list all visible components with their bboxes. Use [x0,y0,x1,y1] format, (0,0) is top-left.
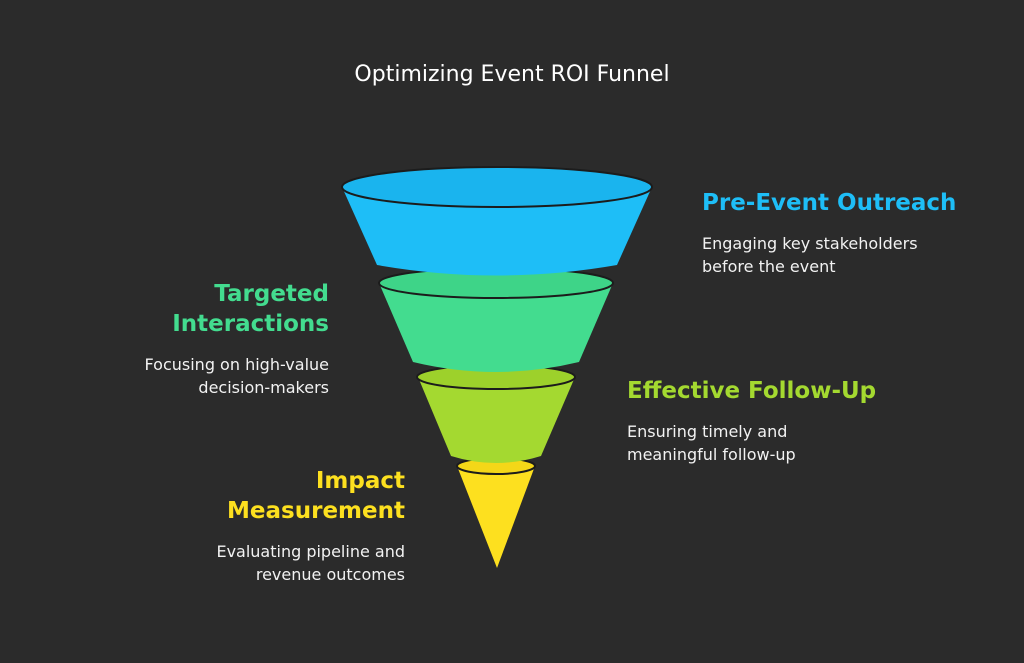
stage-3-description-line-1: Ensuring timely and [627,422,788,441]
stage-2-label: Targeted Interactions Focusing on high-v… [30,279,329,399]
funnel-stage-targeted-interactions [378,267,614,372]
funnel-segment-3-body [418,377,575,463]
funnel-stage-impact-measurement [456,457,536,568]
stage-4-label: Impact Measurement Evaluating pipeline a… [80,466,405,586]
stage-2-description: Focusing on high-value decision-makers [30,353,329,399]
funnel-segment-1-top [341,166,653,208]
stage-4-heading: Impact Measurement [80,466,405,526]
stage-3-description-line-2: meaningful follow-up [627,445,796,464]
stage-2-description-line-1: Focusing on high-value [144,355,329,374]
stage-4-description-line-1: Evaluating pipeline and [216,542,405,561]
stage-2-description-line-2: decision-makers [198,378,329,397]
stage-1-description-line-2: before the event [702,257,836,276]
funnel-stage-effective-follow-up [416,364,576,463]
stage-1-label: Pre-Event Outreach Engaging key stakehol… [702,188,1002,278]
stage-2-heading: Targeted Interactions [30,279,329,339]
funnel-segment-4-body [457,466,535,568]
diagram-title: Optimizing Event ROI Funnel [354,62,670,87]
funnel-segment-1-body [342,187,652,276]
stage-4-description: Evaluating pipeline and revenue outcomes [80,540,405,586]
stage-3-description: Ensuring timely and meaningful follow-up [627,420,997,466]
stage-1-description: Engaging key stakeholders before the eve… [702,232,1002,278]
stage-3-label: Effective Follow-Up Ensuring timely and … [627,376,997,466]
stage-4-heading-line-2: Measurement [227,498,405,524]
funnel-stage-pre-event-outreach [341,166,653,276]
stage-2-heading-line-1: Targeted [214,281,329,307]
stage-3-heading: Effective Follow-Up [627,378,877,404]
funnel-segment-2-body [379,283,613,372]
stage-4-description-line-2: revenue outcomes [255,565,405,584]
stage-2-heading-line-2: Interactions [172,311,329,337]
stage-4-heading-line-1: Impact [315,468,405,494]
stage-1-heading: Pre-Event Outreach [702,190,957,216]
stage-1-description-line-1: Engaging key stakeholders [702,234,918,253]
